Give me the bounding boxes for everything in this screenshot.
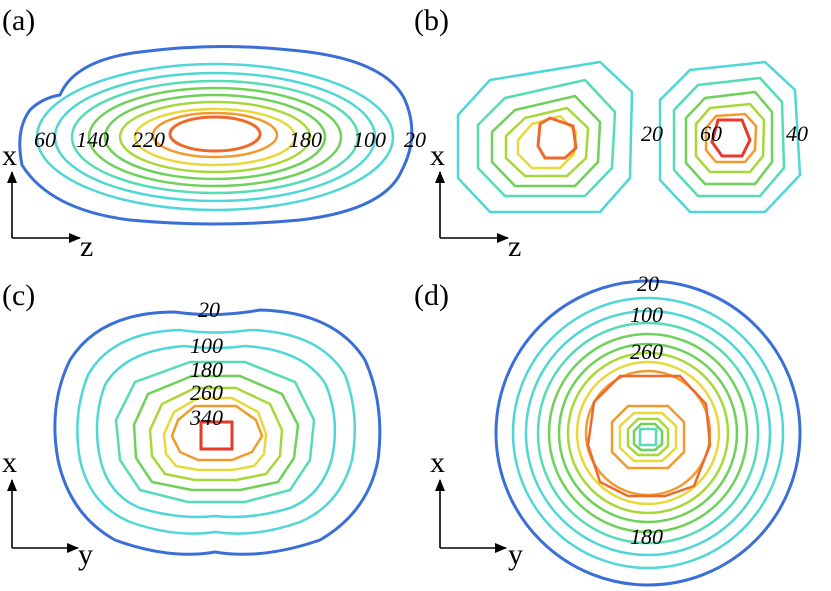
contour xyxy=(511,296,785,570)
contour-label: 60 xyxy=(34,127,56,152)
contour xyxy=(694,102,766,174)
contour xyxy=(490,94,602,188)
contour xyxy=(168,115,262,153)
horizontal-axis-label: y xyxy=(508,538,523,571)
vertical-axis-label: x xyxy=(430,446,445,479)
contour xyxy=(132,374,300,492)
panel-d-label: (d) xyxy=(414,279,449,312)
contour xyxy=(575,360,721,506)
panel-d-contours xyxy=(494,279,802,587)
contour xyxy=(704,112,758,164)
contour-label: 20 xyxy=(198,297,220,322)
panel-b-contours-right xyxy=(658,60,802,214)
panel-a-contours xyxy=(18,44,414,226)
panel-c: (c) 20 100 180 260 340 x y xyxy=(2,279,382,571)
contour xyxy=(566,351,730,515)
contour-label: 220 xyxy=(132,127,165,152)
contour xyxy=(516,114,578,170)
contour-label: 140 xyxy=(76,127,109,152)
contour xyxy=(504,106,590,178)
contour xyxy=(672,76,786,198)
contour xyxy=(638,427,658,447)
contour xyxy=(536,116,578,160)
panel-c-contours xyxy=(53,308,382,556)
panel-a-contour-labels: 60 140 220 180 100 20 xyxy=(34,127,426,152)
contour-label: 40 xyxy=(786,121,808,146)
panel-b-axes: x z xyxy=(430,139,521,263)
contour xyxy=(626,417,670,457)
contour-label: 20 xyxy=(404,127,426,152)
contour-label: 180 xyxy=(190,357,223,382)
contour-label: 60 xyxy=(700,121,722,146)
contour xyxy=(547,332,749,534)
contour xyxy=(151,111,279,159)
panel-a-axes: x z xyxy=(2,139,93,263)
contour xyxy=(684,90,774,186)
contour xyxy=(476,78,617,198)
contour xyxy=(95,344,337,519)
panel-c-axes: x y xyxy=(2,446,93,571)
horizontal-axis-label: z xyxy=(508,230,521,263)
contour xyxy=(118,100,312,174)
contour xyxy=(170,404,264,462)
panel-b: (b) 20 60 40 x z xyxy=(414,4,808,263)
contour xyxy=(632,422,664,452)
contour-label: 260 xyxy=(630,339,663,364)
contour-label: 180 xyxy=(289,127,322,152)
contour xyxy=(710,118,752,158)
contour xyxy=(114,360,316,504)
contour xyxy=(536,321,760,545)
horizontal-axis-label: z xyxy=(80,230,93,263)
contour xyxy=(35,62,395,212)
contour xyxy=(162,396,268,472)
contour xyxy=(76,328,356,535)
contour xyxy=(524,309,772,557)
contour-label: 100 xyxy=(630,302,663,327)
contour-label: 100 xyxy=(190,333,223,358)
contour xyxy=(87,86,343,188)
panel-c-label: (c) xyxy=(2,279,35,312)
contour xyxy=(18,44,414,226)
contour xyxy=(103,93,327,181)
panel-b-label: (b) xyxy=(414,4,449,37)
vertical-axis-label: x xyxy=(430,139,445,172)
panel-c-contour-labels: 20 100 180 260 340 xyxy=(189,297,223,430)
contour xyxy=(53,308,382,556)
contour xyxy=(557,342,739,524)
contour xyxy=(70,79,360,195)
contour-label: 260 xyxy=(190,380,223,405)
contour xyxy=(148,386,284,482)
panel-a-label: (a) xyxy=(2,4,35,37)
horizontal-axis-label: y xyxy=(78,538,93,571)
contour xyxy=(494,279,802,587)
panel-b-contour-labels: 20 60 40 xyxy=(641,121,808,146)
panel-d: (d) 20 100 260 180 x xyxy=(414,271,802,587)
contour-label: 180 xyxy=(630,524,663,549)
panel-a: (a) 60 140 220 180 100 20 x z xyxy=(2,4,426,263)
contour xyxy=(133,107,297,167)
contour xyxy=(53,71,377,203)
contour-label: 20 xyxy=(637,271,659,296)
vertical-axis-label: x xyxy=(2,139,17,172)
contour xyxy=(199,420,234,451)
contour-label: 340 xyxy=(189,405,223,430)
contour xyxy=(586,374,712,498)
contour xyxy=(610,404,686,470)
contour xyxy=(658,60,802,214)
contour xyxy=(456,60,634,214)
panel-d-axes: x y xyxy=(430,446,523,571)
contour-label: 100 xyxy=(353,127,386,152)
contour-label: 20 xyxy=(641,121,663,146)
vertical-axis-label: x xyxy=(2,446,17,479)
panel-d-contour-labels: 20 100 260 180 xyxy=(630,271,663,549)
contour xyxy=(618,411,678,463)
panel-b-contours-left xyxy=(456,60,634,214)
